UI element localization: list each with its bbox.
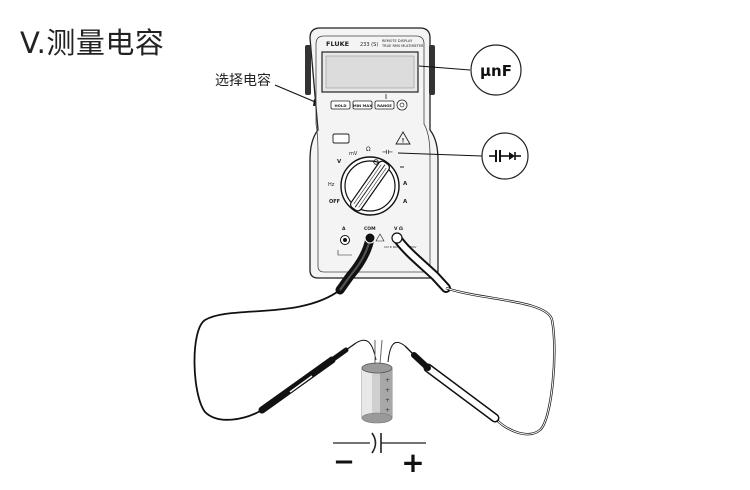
dial-label-ohm: Ω (366, 146, 371, 153)
dial-label-a-dc: A (403, 199, 408, 205)
dial-indicator-dot (373, 159, 379, 165)
capacitor-lead-right (379, 339, 383, 365)
unit-callout: μnF (418, 44, 522, 96)
rotary-dial[interactable] (340, 156, 400, 216)
unit-callout-line (418, 65, 471, 71)
left-grip (305, 45, 311, 95)
function-button[interactable] (332, 133, 350, 144)
capacitor-shade (380, 368, 392, 418)
black-probe-grip (289, 375, 313, 393)
right-grip (429, 45, 435, 95)
capacitor-schematic: − + (333, 432, 426, 479)
hold-button[interactable] (330, 100, 351, 110)
capacitor-top (361, 362, 393, 374)
display-desc-1: REMOTE DISPLAY (382, 39, 413, 43)
white-probe-tip (404, 345, 415, 356)
white-probe-guard (411, 352, 431, 371)
minus-sign: − (333, 447, 355, 477)
capacitor-highlight (362, 368, 372, 418)
schematic-curved-plate (371, 432, 377, 454)
page-title: V.测量电容 (20, 26, 165, 60)
jack-label-v-ohm: V Ω (394, 226, 403, 232)
capacitor-mark-1: + (385, 377, 390, 384)
unit-callout-circle (470, 44, 522, 96)
display-desc-2: TRUE RMS MULTIMETER (381, 44, 424, 48)
hold-button-label: HOLD (335, 103, 347, 108)
black-plug-tip (364, 232, 376, 244)
rating-warning-icon (375, 233, 385, 242)
dial-label-hz: Hz (328, 182, 335, 188)
button-row: HOLD MIN MAX RANGE (330, 94, 408, 111)
minmax-button-label: MIN MAX (353, 103, 372, 108)
capacitor-mark-3: + (385, 397, 390, 404)
capacitor-bottom (361, 412, 393, 424)
minmax-button[interactable] (352, 100, 373, 110)
dial-grip-rib-left (353, 164, 382, 205)
select-capacitance-label: 选择电容 (215, 73, 271, 89)
capacitor: + + + + (361, 339, 393, 424)
jack-label-a: A (342, 226, 346, 232)
backlight-button[interactable] (396, 99, 408, 111)
white-test-lead[interactable] (387, 232, 556, 436)
warning-icon (395, 131, 411, 145)
capacitor-diode-icon (489, 150, 521, 162)
jack-a-hole (343, 238, 347, 242)
brand-logo: FLUKE (326, 40, 349, 48)
dial-grip-rib-right (358, 167, 387, 208)
multimeter: FLUKE 233 (S) REMOTE DISPLAY TRUE RMS MU… (305, 27, 439, 279)
select-arrow-line (274, 84, 321, 105)
white-wire-outline (445, 286, 556, 436)
white-probe-to-cap (387, 341, 406, 363)
dial-label-v: V (337, 159, 342, 165)
white-probe-body (425, 365, 498, 421)
black-probe-body (258, 356, 336, 414)
black-wire (193, 289, 341, 421)
range-button[interactable] (374, 100, 395, 110)
jack-guide-left (337, 250, 352, 256)
sun-icon (399, 102, 405, 108)
model-number: 233 (S) (360, 42, 378, 48)
black-test-lead[interactable] (193, 232, 377, 421)
dial-pointer-group (349, 160, 391, 212)
dial-pointer-line (354, 164, 386, 208)
dial-label-off: OFF (329, 199, 340, 205)
range-button-label: RANGE (377, 103, 392, 108)
capacitor-mark-2: + (385, 387, 390, 394)
white-wire (445, 287, 555, 435)
black-probe-to-cap (355, 339, 377, 361)
capacitor-mark-4: + (385, 407, 390, 414)
symbol-callout (397, 132, 529, 180)
dial-label-a-ac: A (403, 181, 408, 187)
jack-label-com: COM (364, 226, 376, 232)
plus-sign: + (401, 446, 424, 479)
symbol-callout-line (397, 152, 483, 157)
unit-callout-text: μnF (480, 62, 512, 80)
black-probe-tip (345, 342, 357, 351)
warning-mark: ! (402, 138, 405, 145)
black-probe-guard (329, 347, 349, 363)
dial-label-mv: mV (349, 151, 358, 157)
dial-label-cap: ⊣⊢ (382, 149, 393, 156)
lcd-inner (325, 55, 415, 89)
white-plug-tip (391, 232, 403, 244)
